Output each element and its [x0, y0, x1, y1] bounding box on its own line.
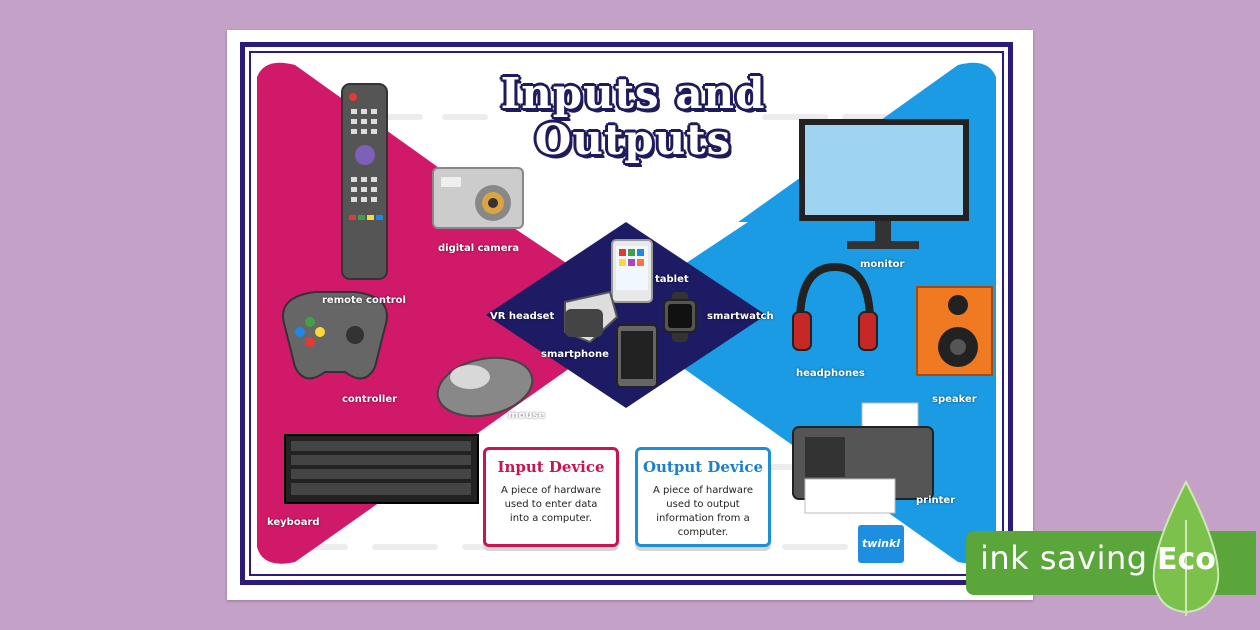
eco-badge-label: ink saving: [980, 539, 1148, 577]
label-tablet: tablet: [655, 274, 689, 285]
digital-camera-image: [432, 167, 524, 229]
poster-frame: Inputs and Outputs remote control digita…: [240, 42, 1013, 585]
label-speaker: speaker: [932, 394, 977, 405]
twinkl-logo: twinkl: [858, 525, 904, 563]
tablet-image: [611, 239, 653, 303]
title-line-2: Outputs: [534, 115, 732, 164]
label-remote-control: remote control: [322, 295, 406, 306]
label-controller: controller: [342, 394, 398, 405]
eco-badge-word: Eco: [1157, 542, 1216, 577]
output-device-card: Output Device A piece of hardware used t…: [635, 447, 771, 547]
mouse-image: [436, 356, 534, 418]
input-card-title: Input Device: [497, 458, 605, 476]
input-device-card: Input Device A piece of hardware used to…: [483, 447, 619, 547]
label-vr-headset: VR headset: [490, 311, 555, 322]
label-smartphone: smartphone: [541, 349, 609, 360]
headphones-image: [792, 262, 878, 351]
label-monitor: monitor: [860, 259, 905, 270]
speaker-image: [916, 286, 993, 376]
label-smartwatch: smartwatch: [707, 311, 774, 322]
label-printer: printer: [916, 495, 956, 506]
label-mouse: mouse: [508, 410, 546, 421]
smartphone-image: [616, 324, 658, 388]
input-card-text: A piece of hardware used to enter data i…: [500, 485, 602, 524]
center-diamond: [486, 222, 766, 408]
title-line-1: Inputs and: [500, 69, 766, 118]
poster-background: [257, 62, 996, 564]
label-headphones: headphones: [796, 368, 865, 379]
printer-image: [792, 402, 934, 514]
poster-title: Inputs and Outputs: [483, 71, 783, 163]
remote-control-image: [341, 83, 388, 280]
smartwatch-image: [663, 292, 697, 342]
vr-headset-image: [564, 290, 619, 344]
keyboard-image: [284, 434, 479, 504]
output-card-title: Output Device: [642, 458, 764, 476]
controller-image: [282, 291, 388, 380]
label-keyboard: keyboard: [267, 517, 320, 528]
monitor-image: [799, 119, 969, 249]
output-card-text: A piece of hardware used to output infor…: [652, 485, 754, 538]
poster-sheet: Inputs and Outputs remote control digita…: [227, 30, 1033, 600]
leaf-drop-icon: [1152, 480, 1220, 616]
inner-frame-line: [249, 51, 1004, 576]
label-digital-camera: digital camera: [438, 243, 520, 254]
